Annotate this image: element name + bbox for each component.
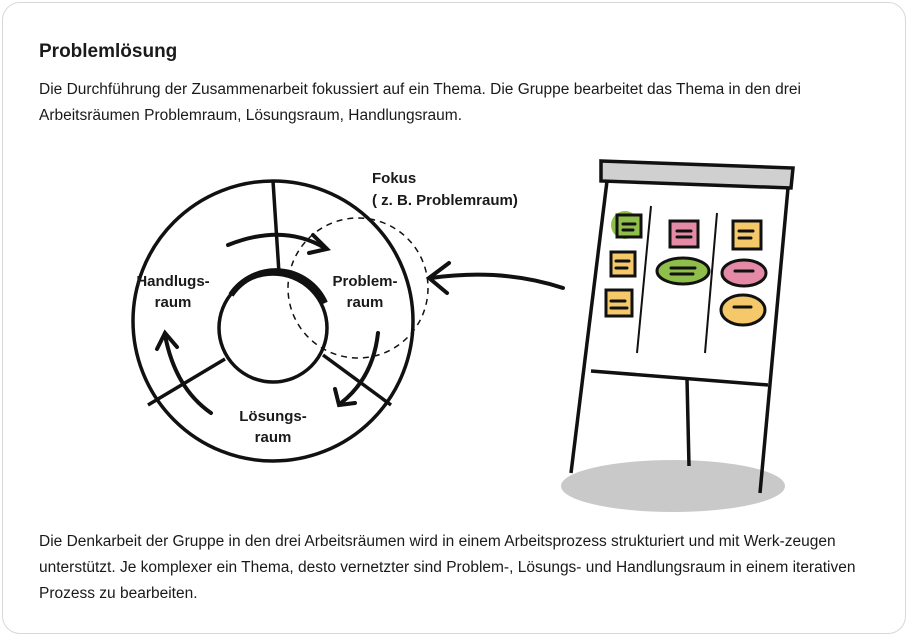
outro-paragraph: Die Denkarbeit der Gruppe in den drei Ar… bbox=[39, 533, 856, 602]
arrow-from-flipchart bbox=[429, 272, 565, 290]
loesungsraum-label-2: raum bbox=[255, 429, 292, 446]
divider-left bbox=[147, 357, 226, 407]
divider-right bbox=[321, 353, 393, 407]
arrow-right bbox=[339, 331, 380, 405]
workspace-ring bbox=[131, 179, 415, 463]
divider-top bbox=[271, 180, 281, 274]
handlungsraum-label: Handlugs- bbox=[136, 273, 209, 290]
focus-dashed-circle bbox=[287, 217, 429, 359]
intro-paragraph: Die Durchführung der Zusammenarbeit foku… bbox=[39, 81, 801, 124]
problemraum-label: Problem- bbox=[332, 273, 397, 290]
focus-example-label: ( z. B. Problemraum) bbox=[372, 192, 518, 209]
problem-solving-illustration: Fokus ( z. B. Problemraum) Handlugs- rau… bbox=[131, 159, 795, 512]
handlungsraum-label-2: raum bbox=[155, 294, 192, 311]
flipchart-bottom-bar bbox=[590, 369, 769, 387]
content-card: Problemlösung Die Durchführung der Zusam… bbox=[2, 2, 906, 634]
flipchart-shadow bbox=[561, 460, 785, 512]
flipchart-icon bbox=[561, 159, 795, 512]
problemraum-label-2: raum bbox=[347, 294, 384, 311]
flipchart-top-bar bbox=[599, 159, 795, 190]
page-title: Problemlösung bbox=[39, 41, 178, 62]
focus-label: Fokus bbox=[372, 170, 416, 187]
flipchart-left-leg bbox=[569, 180, 609, 474]
loesungsraum-label: Lösungs- bbox=[239, 408, 307, 425]
arrow-top bbox=[226, 232, 327, 250]
cycle-arrows bbox=[155, 232, 565, 415]
flipchart-right-leg bbox=[758, 187, 790, 494]
arrow-left bbox=[163, 333, 213, 415]
